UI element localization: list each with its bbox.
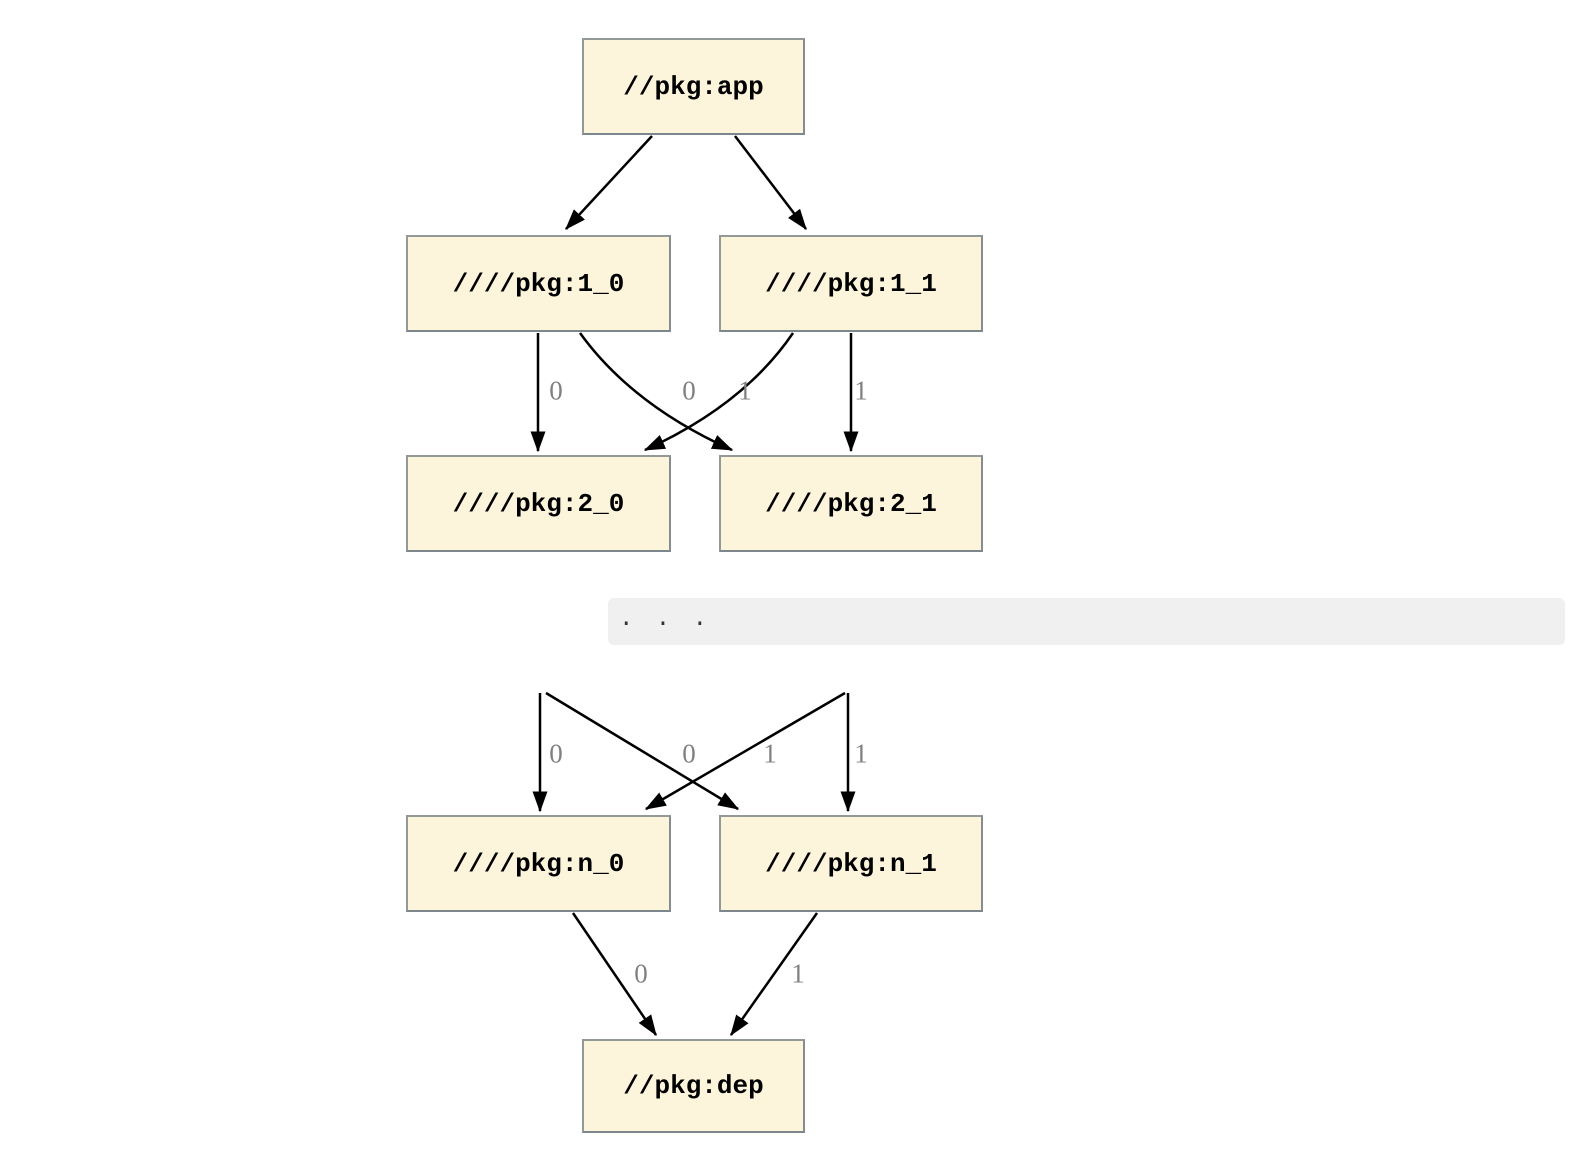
edge-label-1_1-to-2_0: 0 — [682, 375, 696, 406]
edge-elided-to-n_0-cross — [644, 691, 846, 811]
node-pkg-2_0: ////pkg:2_0 — [406, 455, 671, 552]
edge-elided-to-n_1-cross — [545, 691, 740, 811]
node-pkg-dep: //pkg:dep — [582, 1039, 805, 1133]
node-pkg-app: //pkg:app — [582, 38, 805, 135]
ellipsis-text: . . . — [619, 606, 712, 633]
edge-label-1_0-to-2_1: 1 — [738, 375, 752, 406]
edge-1_0-to-2_1 — [578, 332, 734, 452]
edge-label-1_1-to-2_1: 1 — [854, 375, 868, 406]
node-pkg-2_1: ////pkg:2_1 — [719, 455, 983, 552]
edge-label-elided-to-n_1-cross: 1 — [763, 738, 777, 769]
edge-label-1_0-to-2_0: 0 — [549, 375, 563, 406]
node-pkg-1_1: ////pkg:1_1 — [719, 235, 983, 332]
edge-1_1-to-2_0 — [643, 332, 795, 452]
edge-label-elided-to-n_0-cross: 0 — [682, 738, 696, 769]
edge-n_0-to-dep — [571, 912, 658, 1037]
edge-label-elided-to-n_0-vertical: 0 — [549, 738, 563, 769]
edge-label-n_1-to-dep: 1 — [791, 958, 805, 989]
edge-app-to-1_1 — [734, 135, 807, 231]
node-pkg-n_1: ////pkg:n_1 — [719, 815, 983, 912]
edge-app-to-1_0 — [565, 135, 653, 230]
node-pkg-n_0: ////pkg:n_0 — [406, 815, 671, 912]
continuation-band: . . . — [608, 598, 1565, 645]
node-pkg-1_0: ////pkg:1_0 — [406, 235, 671, 332]
edge-label-elided-to-n_1-vertical: 1 — [854, 738, 868, 769]
edge-n_1-to-dep — [729, 912, 819, 1037]
edge-label-n_0-to-dep: 0 — [634, 958, 648, 989]
